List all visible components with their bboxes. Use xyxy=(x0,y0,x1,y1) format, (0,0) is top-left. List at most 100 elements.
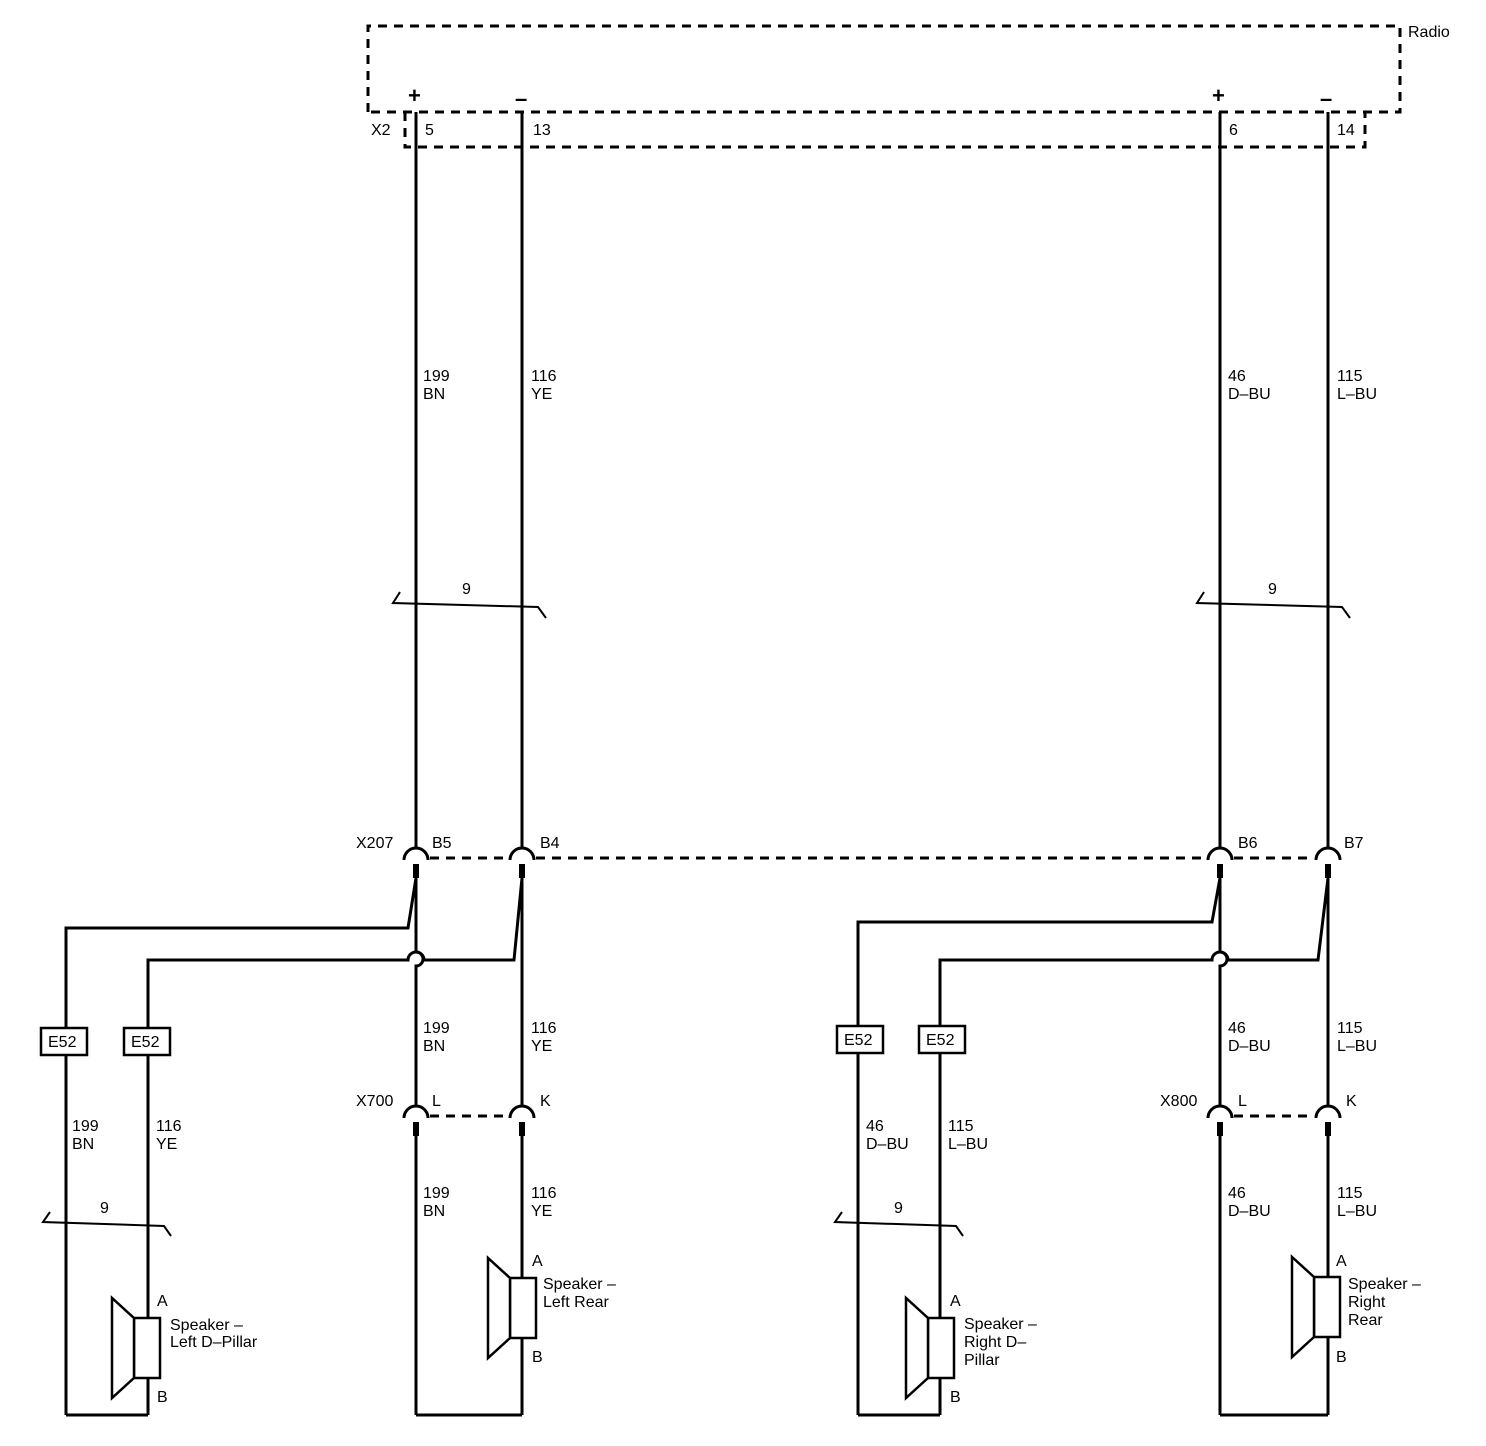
svg-text:BN: BN xyxy=(423,1038,445,1055)
svg-text:46: 46 xyxy=(1228,1020,1246,1037)
radio-pin-6: 6 xyxy=(1229,122,1238,139)
svg-text:9: 9 xyxy=(894,1200,903,1217)
speaker-label-line-1: Speaker – xyxy=(543,1276,616,1293)
x207-pin-b7: B7 xyxy=(1344,835,1364,852)
svg-text:199: 199 xyxy=(72,1118,99,1135)
svg-text:L–BU: L–BU xyxy=(948,1136,988,1153)
svg-text:BN: BN xyxy=(72,1136,94,1153)
speaker-left-rear: A B Speaker – Left Rear xyxy=(486,1253,616,1366)
svg-text:YE: YE xyxy=(531,1038,552,1055)
svg-text:E52: E52 xyxy=(48,1034,77,1051)
speaker-left-d-pillar: A B Speaker – Left D–Pillar xyxy=(110,1293,258,1406)
speaker-label-line-1: Speaker – xyxy=(170,1317,243,1334)
terminal-b: B xyxy=(1336,1349,1347,1366)
terminal-b: B xyxy=(532,1349,543,1366)
speaker-icon xyxy=(1290,1254,1342,1360)
connector-x207-label: X207 xyxy=(356,835,393,852)
svg-text:D–BU: D–BU xyxy=(1228,1203,1271,1220)
svg-text:199: 199 xyxy=(423,1020,450,1037)
terminal-b: B xyxy=(157,1389,168,1406)
upper-wire-runs: 199 BN 116 YE 46 D–BU 115 L–BU xyxy=(414,112,1377,847)
svg-text:D–BU: D–BU xyxy=(866,1136,909,1153)
svg-text:115: 115 xyxy=(1337,1020,1363,1037)
wire-label-199: 199 xyxy=(423,368,450,385)
x800-pin-k: K xyxy=(1346,1093,1357,1110)
splice-e52-left-2 xyxy=(122,1026,172,1057)
speaker-icon xyxy=(110,1295,162,1401)
x700-pin-l: L xyxy=(432,1093,441,1110)
twisted-pair-marker-right: 9 xyxy=(1195,581,1351,619)
wire-label-lbu: L–BU xyxy=(1337,386,1377,403)
svg-text:116: 116 xyxy=(531,1020,557,1037)
radio-pin-14: 14 xyxy=(1337,122,1355,139)
speaker-label-line-3: Pillar xyxy=(964,1352,1000,1369)
speaker-label-line-1: Speaker – xyxy=(964,1316,1037,1333)
svg-text:E52: E52 xyxy=(926,1032,955,1049)
speaker-icon xyxy=(904,1295,956,1401)
speaker-icon xyxy=(486,1255,538,1361)
wire-label-dbu: D–BU xyxy=(1228,386,1271,403)
svg-text:E52: E52 xyxy=(131,1034,160,1051)
svg-text:D–BU: D–BU xyxy=(1228,1038,1271,1055)
wire-label-ye: YE xyxy=(531,386,552,403)
right-rear-circuit: 46 D–BU 115 L–BU xyxy=(1218,1136,1377,1417)
svg-text:116: 116 xyxy=(156,1118,182,1135)
speaker-label-line-2: Left D–Pillar xyxy=(170,1334,258,1351)
polarity-minus-left: – xyxy=(515,86,527,111)
connector-x800: X800 L K xyxy=(1160,1093,1357,1136)
svg-text:9: 9 xyxy=(462,581,471,598)
speaker-right-rear: A B Speaker – Right Rear xyxy=(1290,1253,1421,1366)
polarity-plus-left: + xyxy=(408,83,421,108)
connector-x207: X207 B5 B4 B6 B7 xyxy=(356,835,1364,878)
radio-module: Radio X2 + – + – 5 13 6 14 xyxy=(366,24,1450,149)
svg-text:BN: BN xyxy=(423,1203,445,1220)
svg-text:YE: YE xyxy=(156,1136,177,1153)
twisted-pair-marker-left-d-pillar: 9 xyxy=(41,1200,172,1237)
svg-text:199: 199 xyxy=(423,1185,450,1202)
polarity-minus-right: – xyxy=(1320,86,1332,111)
splice-e52-left-1 xyxy=(39,1026,89,1057)
wire-label-116: 116 xyxy=(531,368,557,385)
splice-e52-right-1 xyxy=(835,1024,885,1055)
wire-label-46: 46 xyxy=(1228,368,1246,385)
radio-pin-5: 5 xyxy=(425,122,434,139)
terminal-a: A xyxy=(950,1293,961,1310)
left-lower-wiring: 199 BN 116 YE E52 E52 199 BN 116 YE 9 xyxy=(39,877,557,1417)
radio-pin-13: 13 xyxy=(533,122,551,139)
svg-text:115: 115 xyxy=(1337,1185,1363,1202)
terminal-a: A xyxy=(157,1293,168,1310)
wire-label-bn: BN xyxy=(423,386,445,403)
splice-e52-right-2 xyxy=(917,1024,967,1055)
x207-pin-b5: B5 xyxy=(432,835,452,852)
terminal-a: A xyxy=(1336,1253,1347,1270)
speaker-label-line-2: Right xyxy=(1348,1294,1386,1311)
twisted-pair-marker-right-d-pillar: 9 xyxy=(833,1200,964,1237)
svg-text:46: 46 xyxy=(1228,1185,1246,1202)
speaker-label-line-2: Left Rear xyxy=(543,1294,609,1311)
svg-text:46: 46 xyxy=(866,1118,884,1135)
svg-text:E52: E52 xyxy=(844,1032,873,1049)
connector-x800-label: X800 xyxy=(1160,1093,1197,1110)
speaker-label-line-2: Right D– xyxy=(964,1334,1026,1351)
polarity-plus-right: + xyxy=(1212,83,1225,108)
wire-label-115: 115 xyxy=(1337,368,1363,385)
speaker-label-line-1: Speaker – xyxy=(1348,1276,1421,1293)
svg-text:L–BU: L–BU xyxy=(1337,1038,1377,1055)
svg-text:9: 9 xyxy=(100,1200,109,1217)
svg-text:9: 9 xyxy=(1268,581,1277,598)
right-lower-wiring: 46 D–BU 115 L–BU E52 E52 46 D–BU 115 L–B… xyxy=(833,877,1377,1417)
svg-text:YE: YE xyxy=(531,1203,552,1220)
connector-x700-label: X700 xyxy=(356,1093,393,1110)
speaker-right-d-pillar: A B Speaker – Right D– Pillar xyxy=(904,1293,1037,1406)
x700-pin-k: K xyxy=(540,1093,551,1110)
terminal-b: B xyxy=(950,1389,961,1406)
svg-text:L–BU: L–BU xyxy=(1337,1203,1377,1220)
terminal-a: A xyxy=(532,1253,543,1270)
radio-connector-x2: X2 xyxy=(371,122,391,139)
radio-label: Radio xyxy=(1408,24,1450,41)
twisted-pair-marker-left: 9 xyxy=(391,581,547,619)
connector-x700: X700 L K xyxy=(356,1093,551,1136)
svg-text:115: 115 xyxy=(948,1118,974,1135)
left-rear-circuit: 199 BN 116 YE xyxy=(414,1136,557,1417)
